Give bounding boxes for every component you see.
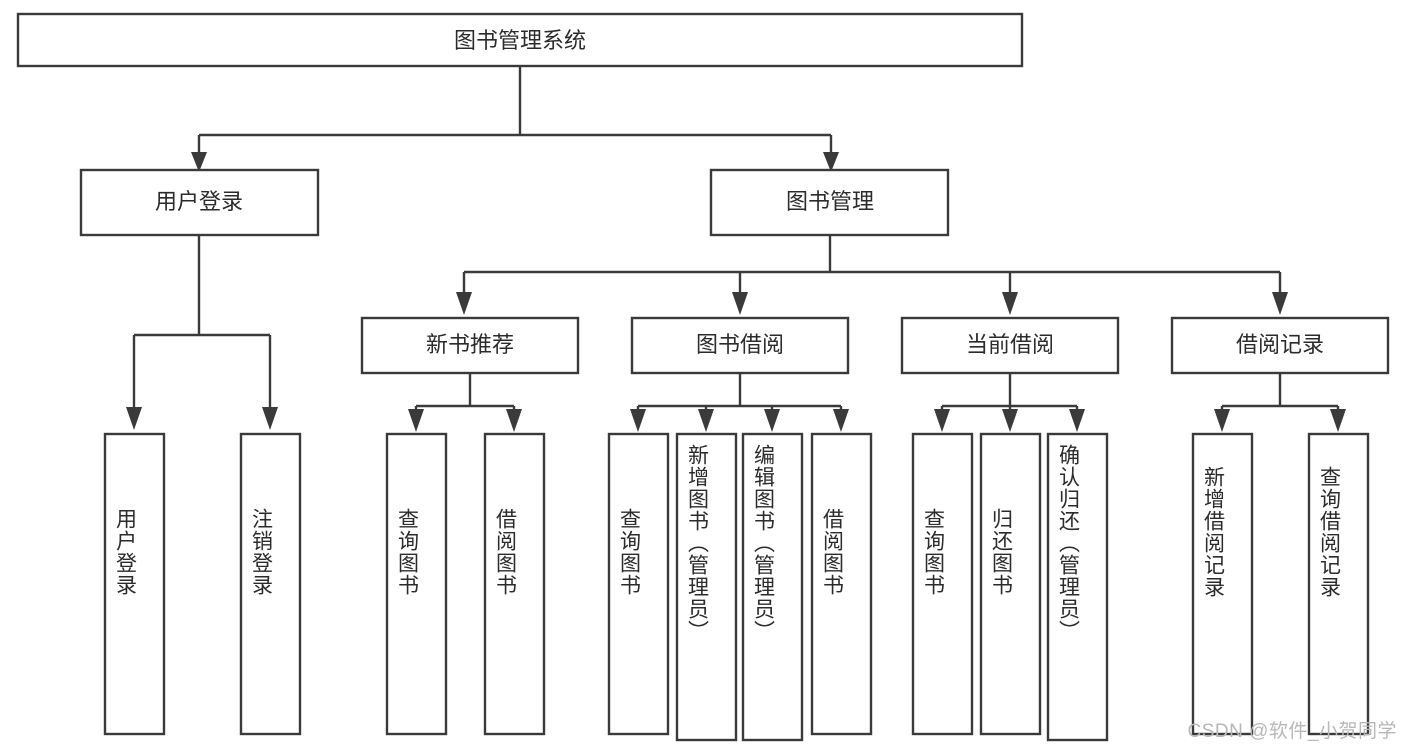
- node-book-borrow-label: 图书借阅: [696, 332, 784, 357]
- node-book-management-label: 图书管理: [786, 189, 874, 214]
- node-user-login-box[interactable]: [79, 168, 320, 237]
- node-leaf-query-record-box[interactable]: [1307, 432, 1370, 736]
- node-borrow-record-label: 借阅记录: [1236, 332, 1324, 357]
- arrowhead-leaf-query-record: [1330, 409, 1346, 432]
- node-leaf-add-record-box[interactable]: [1191, 432, 1254, 736]
- node-leaf-return-book-box[interactable]: [979, 432, 1042, 736]
- nodes-layer: 图书管理系统 用户登录 图书管理 新书推荐 图书借阅: [16, 12, 1390, 742]
- arrowhead-leaf-query-book-3: [934, 409, 950, 432]
- edge-user-login-bus: [132, 235, 272, 410]
- node-user-login-label: 用户登录: [155, 189, 243, 214]
- node-leaf-edit-book-box[interactable]: [741, 432, 804, 742]
- node-current-borrow-box[interactable]: [900, 316, 1120, 375]
- arrowhead-leaf-user-login: [126, 407, 142, 430]
- node-new-book-recommend-box[interactable]: [360, 316, 580, 375]
- edge-book-management-bus: [462, 235, 1282, 295]
- arrowhead-book-management: [823, 152, 839, 172]
- node-book-borrow[interactable]: 图书借阅: [630, 316, 850, 375]
- node-root-label: 图书管理系统: [454, 28, 586, 53]
- node-leaf-query-book-3-box[interactable]: [911, 432, 974, 736]
- node-leaf-borrow-book-1-box[interactable]: [483, 432, 546, 736]
- edge-new-book-recommend-bus: [414, 373, 516, 412]
- node-leaf-user-login-box[interactable]: [103, 432, 166, 736]
- node-book-management[interactable]: 图书管理: [709, 168, 950, 237]
- node-borrow-record-box[interactable]: [1170, 316, 1390, 375]
- node-leaf-add-book-box[interactable]: [675, 432, 738, 742]
- node-book-borrow-box[interactable]: [630, 316, 850, 375]
- arrowhead-leaf-add-book: [698, 409, 714, 432]
- node-root-box[interactable]: [16, 12, 1024, 68]
- arrowhead-leaf-return-book: [1002, 409, 1018, 432]
- node-root[interactable]: 图书管理系统: [16, 12, 1024, 68]
- arrowhead-borrow-record: [1272, 292, 1288, 315]
- edge-root-bus: [197, 66, 833, 155]
- node-leaf-confirm-return-box[interactable]: [1046, 432, 1109, 742]
- arrowhead-new-book-recommend: [456, 292, 472, 315]
- node-current-borrow-label: 当前借阅: [966, 332, 1054, 357]
- arrowhead-leaf-borrow-book-1: [506, 409, 522, 432]
- node-new-book-recommend-label: 新书推荐: [426, 332, 514, 357]
- edges-layer: [126, 66, 1346, 432]
- arrowhead-leaf-borrow-book-2: [833, 409, 849, 432]
- arrowhead-leaf-logout-login: [262, 407, 278, 430]
- node-leaf-logout-login-box[interactable]: [239, 432, 302, 736]
- node-leaf-query-book-1-box[interactable]: [385, 432, 448, 736]
- node-user-login[interactable]: 用户登录: [79, 168, 320, 237]
- arrowhead-leaf-add-record: [1214, 409, 1230, 432]
- arrowhead-leaf-query-book-2: [630, 409, 646, 432]
- node-leaf-query-book-2-box[interactable]: [607, 432, 670, 736]
- edge-book-borrow-bus: [636, 373, 843, 412]
- node-current-borrow[interactable]: 当前借阅: [900, 316, 1120, 375]
- arrowhead-book-borrow: [732, 292, 748, 315]
- node-leaf-borrow-book-2-box[interactable]: [810, 432, 873, 736]
- edge-current-borrow-bus: [940, 373, 1079, 412]
- arrowhead-leaf-query-book-1: [408, 409, 424, 432]
- arrowhead-user-login: [191, 152, 207, 172]
- arrowhead-leaf-confirm-return: [1069, 409, 1085, 432]
- arrowhead-current-borrow: [1002, 292, 1018, 315]
- node-new-book-recommend[interactable]: 新书推荐: [360, 316, 580, 375]
- edge-borrow-record-bus: [1220, 373, 1340, 412]
- watermark-text: CSDN @软件_小贺同学: [1187, 721, 1397, 742]
- node-book-management-box[interactable]: [709, 168, 950, 237]
- arrowhead-leaf-edit-book: [764, 409, 780, 432]
- node-borrow-record[interactable]: 借阅记录: [1170, 316, 1390, 375]
